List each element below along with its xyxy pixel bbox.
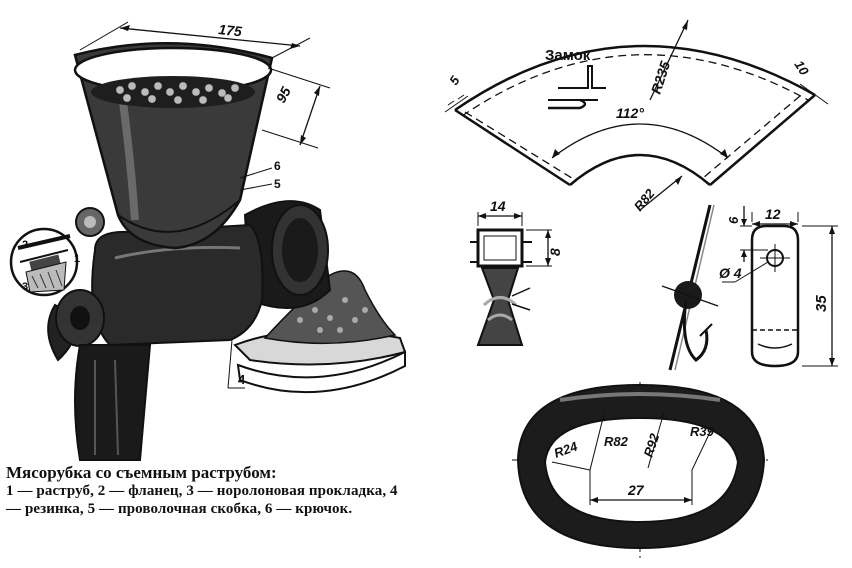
caption-body: 1 — раструб, 2 — фланец, 3 — норолоновая… — [6, 483, 398, 517]
caption-title: Мясорубка со съемным раструбом: — [6, 463, 277, 482]
sector-angle: 112° — [616, 105, 644, 121]
plate-offset: 6 — [726, 216, 741, 224]
grinder-illustration: 175 95 6 5 4 2 1 3 — [9, 21, 407, 461]
flange-width: 27 — [627, 482, 645, 498]
lock-label: Замок — [545, 47, 591, 64]
flange-ring: 27 R82 R92 R39 R24 — [512, 382, 770, 560]
dim-95: 95 — [273, 84, 295, 105]
callout-5: 5 — [274, 177, 281, 191]
hook-detail — [661, 204, 719, 371]
wire-bracket: 14 8 — [470, 198, 563, 346]
hook-plate: 12 6 Ø 4 35 — [719, 206, 838, 368]
callout-3: 3 — [22, 281, 28, 293]
seam-right: 10 — [791, 58, 812, 79]
plate-width: 12 — [765, 206, 781, 222]
inner-radius: R82 — [631, 185, 658, 214]
callout-1: 1 — [74, 253, 80, 265]
hole-diameter: Ø 4 — [719, 265, 742, 281]
bracket-width: 14 — [490, 198, 506, 214]
figure-caption: Мясорубка со съемным раструбом: 1 — раст… — [6, 463, 416, 518]
flange-r-mid: R92 — [641, 431, 663, 459]
callout-2: 2 — [22, 239, 28, 251]
callout-4: 4 — [238, 372, 246, 387]
flange-r-right: R39 — [690, 424, 715, 439]
outer-radius: R235 — [648, 59, 674, 96]
funnel-sector-pattern: 5 10 R235 112° R82 Замок — [444, 19, 829, 214]
seam-left: 5 — [446, 73, 463, 88]
flange-r-inner: R82 — [604, 434, 629, 449]
bracket-height: 8 — [547, 248, 563, 256]
plate-length: 35 — [813, 295, 830, 312]
dim-175: 175 — [218, 21, 243, 39]
callout-6: 6 — [274, 159, 281, 173]
